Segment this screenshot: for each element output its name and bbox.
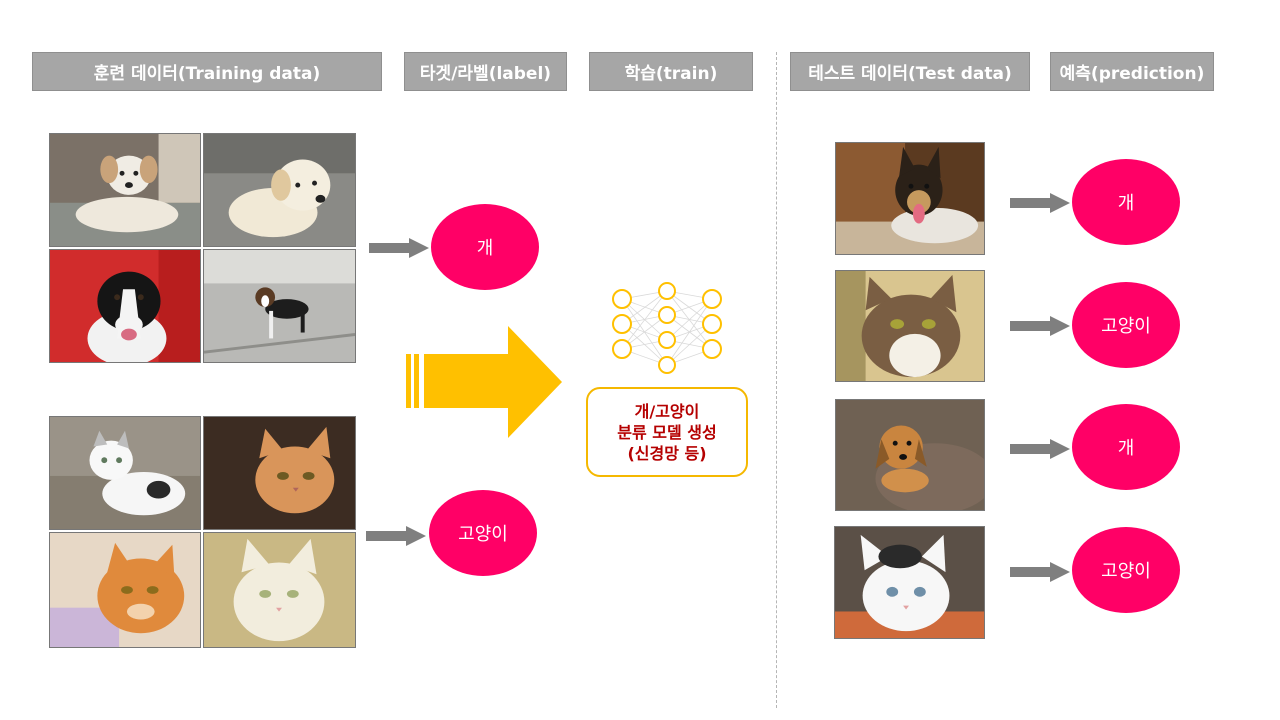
model-line-1: 개/고양이 (634, 401, 700, 421)
prediction-oval: 고양이 (1072, 527, 1180, 613)
label-oval-dog: 개 (431, 204, 539, 290)
dog-photo (203, 249, 356, 363)
header-label: 타겟/라벨(label) (404, 52, 567, 91)
prediction-oval: 개 (1072, 404, 1180, 490)
prediction-oval: 고양이 (1072, 282, 1180, 368)
header-prediction: 예측(prediction) (1050, 52, 1214, 91)
dog-photo (49, 133, 201, 247)
header-training-data: 훈련 데이터(Training data) (32, 52, 382, 91)
dog-photo (203, 133, 356, 247)
cat-photo (49, 416, 201, 530)
cat-photo (203, 532, 356, 648)
cat-photo (203, 416, 356, 530)
arrow-right-icon (366, 526, 426, 546)
neural-network-icon (612, 282, 722, 374)
model-line-3: (신경망 등) (627, 443, 707, 463)
arrow-right-icon (369, 238, 429, 258)
prediction-oval: 개 (1072, 159, 1180, 245)
arrow-right-icon (1010, 439, 1070, 459)
arrow-right-icon (1010, 193, 1070, 213)
arrow-right-icon (1010, 562, 1070, 582)
header-train: 학습(train) (589, 52, 753, 91)
model-box: 개/고양이 분류 모델 생성 (신경망 등) (586, 387, 748, 477)
section-divider (776, 52, 777, 708)
dog-photo (49, 249, 201, 363)
train-arrow-icon (406, 326, 562, 438)
arrow-right-icon (1010, 316, 1070, 336)
header-test-data: 테스트 데이터(Test data) (790, 52, 1030, 91)
test-dog-photo (835, 399, 985, 511)
model-line-2: 분류 모델 생성 (617, 422, 717, 442)
test-cat-photo (834, 526, 985, 639)
test-cat-photo (835, 270, 985, 382)
test-dog-photo (835, 142, 985, 255)
label-oval-cat: 고양이 (429, 490, 537, 576)
cat-photo (49, 532, 201, 648)
